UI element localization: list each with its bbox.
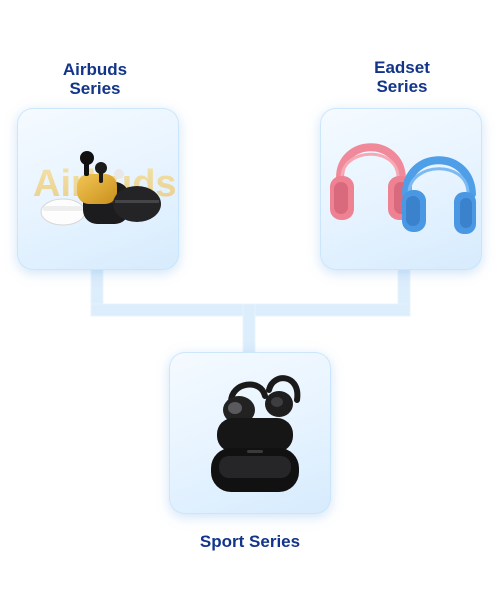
open-ear-earbuds-product-icon bbox=[211, 375, 301, 492]
connector-headset-vertical bbox=[397, 267, 411, 317]
headphones-product-icon bbox=[330, 143, 476, 234]
connector-sport-vertical bbox=[242, 303, 256, 355]
airbuds-title-line1: Airbuds bbox=[62, 60, 128, 79]
airbuds-series-title: Airbuds Series bbox=[40, 60, 150, 98]
sport-series-card[interactable] bbox=[169, 352, 331, 514]
airbuds-title-line2: Series bbox=[69, 79, 121, 98]
airbuds-series-card[interactable]: Airbuds bbox=[17, 108, 179, 270]
sport-series-title: Sport Series bbox=[199, 532, 301, 551]
headset-series-card[interactable] bbox=[320, 108, 482, 270]
headset-title-line2: Series bbox=[376, 77, 428, 96]
earbuds-product-icon: Airbuds bbox=[33, 151, 177, 226]
headset-title-line1: Eadset bbox=[374, 58, 430, 77]
headset-series-title: Eadset Series bbox=[347, 58, 457, 96]
connector-horizontal bbox=[90, 303, 411, 317]
connector-airbuds-vertical bbox=[90, 267, 104, 317]
